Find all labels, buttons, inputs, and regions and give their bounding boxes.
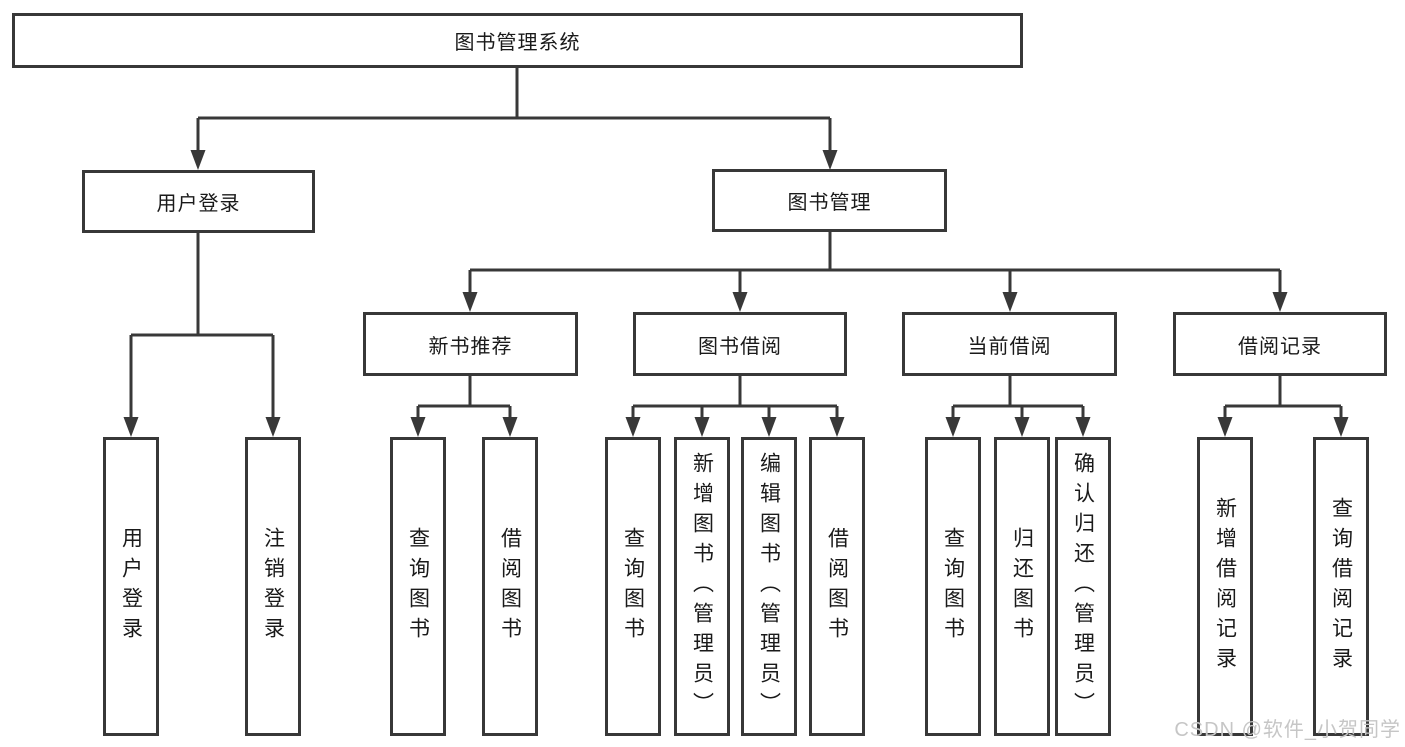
leaf-return-books: 归还图书 — [994, 437, 1050, 736]
node-label: 查询借阅记录 — [1329, 496, 1353, 677]
node-user-login: 用户登录 — [82, 170, 315, 233]
node-label: 用户登录 — [156, 193, 241, 215]
node-label: 归还图书 — [1010, 526, 1034, 647]
node-label: 查询图书 — [406, 526, 430, 647]
leaf-search-borrow-record: 查询借阅记录 — [1313, 437, 1369, 736]
leaf-borrow-books: 借阅图书 — [809, 437, 865, 736]
node-label: 借阅记录 — [1238, 335, 1322, 358]
node-label: 查询图书 — [621, 526, 645, 647]
node-label: 编辑图书（管理员） — [757, 451, 781, 722]
node-label: 新增图书（管理员） — [690, 451, 714, 722]
node-book-borrowing: 图书借阅 — [633, 312, 847, 376]
leaf-add-borrow-record: 新增借阅记录 — [1197, 437, 1253, 736]
leaf-add-books-admin: 新增图书（管理员） — [674, 437, 730, 736]
leaf-search-books-borrowing: 查询图书 — [605, 437, 661, 736]
leaf-confirm-return-admin: 确认归还（管理员） — [1055, 437, 1111, 736]
node-label: 查询图书 — [941, 526, 965, 647]
node-label: 确认归还（管理员） — [1071, 451, 1095, 722]
leaf-logout: 注销登录 — [245, 437, 301, 736]
node-label: 图书管理 — [787, 192, 872, 214]
leaf-edit-books-admin: 编辑图书（管理员） — [741, 437, 797, 736]
leaf-search-books-current: 查询图书 — [925, 437, 981, 736]
node-label: 借阅图书 — [825, 526, 849, 647]
node-current-borrowing: 当前借阅 — [902, 312, 1117, 376]
node-book-management: 图书管理 — [712, 169, 947, 232]
node-label: 新增借阅记录 — [1213, 496, 1237, 677]
node-borrowing-records: 借阅记录 — [1173, 312, 1387, 376]
leaf-borrow-books-recommend: 借阅图书 — [482, 437, 538, 736]
node-label: 图书借阅 — [698, 335, 782, 358]
leaf-user-login: 用户登录 — [103, 437, 159, 736]
node-library-management-system: 图书管理系统 — [12, 13, 1023, 68]
node-new-book-recommendation: 新书推荐 — [363, 312, 578, 376]
node-label: 注销登录 — [261, 526, 285, 647]
leaf-search-books-recommend: 查询图书 — [390, 437, 446, 736]
node-label: 当前借阅 — [967, 335, 1052, 358]
node-label: 图书管理系统 — [454, 32, 581, 54]
node-label: 新书推荐 — [428, 335, 513, 358]
node-label: 用户登录 — [119, 526, 143, 647]
node-label: 借阅图书 — [498, 526, 522, 647]
